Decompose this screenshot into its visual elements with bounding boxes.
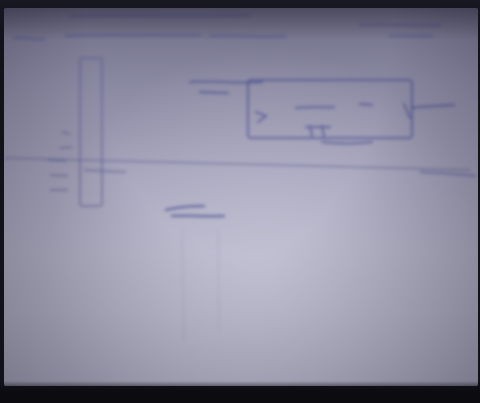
right-margin-note	[419, 171, 477, 177]
bottom-shadow	[0, 381, 480, 403]
middle-note	[164, 204, 226, 218]
fold-lines	[181, 229, 220, 341]
top-handwriting	[13, 14, 441, 41]
horizontal-line	[3, 157, 471, 171]
left-column	[47, 57, 127, 207]
box-diagram	[189, 79, 455, 145]
